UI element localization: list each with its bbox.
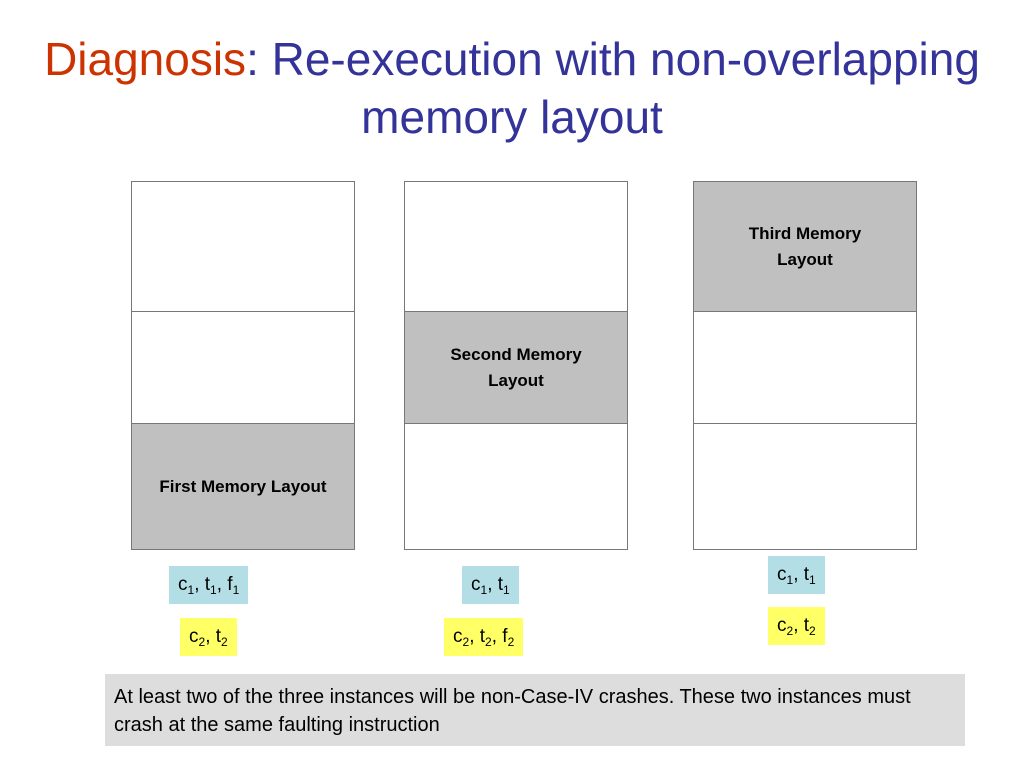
conclusion-note: At least two of the three instances will… — [105, 674, 965, 746]
memory-cell-top — [132, 182, 354, 311]
tag-text: , t — [205, 626, 222, 647]
second-memory-layout-cell: Second Memory Layout — [405, 311, 627, 423]
memory-column-2: Second Memory Layout — [404, 181, 628, 550]
column-3-tag-c1-t1: c1, t1 — [768, 556, 825, 594]
title-rest: : Re-execution with non-overlapping memo… — [246, 33, 980, 143]
second-memory-layout-label: Second Memory Layout — [450, 344, 582, 390]
tag-subscript: 1 — [503, 583, 510, 597]
tag-text: , t — [487, 574, 504, 595]
tag-text: c — [178, 574, 188, 595]
tag-text: c — [471, 574, 481, 595]
tag-subscript: 2 — [462, 635, 470, 649]
tag-subscript: 1 — [786, 573, 794, 587]
column-2-tag-c2-t2-f2: c2, t2, f2 — [444, 618, 524, 656]
title-accent: Diagnosis — [44, 33, 247, 85]
tag-text: , f — [216, 574, 233, 595]
first-memory-layout-cell: First Memory Layout — [132, 423, 354, 549]
tag-text: , t — [793, 615, 810, 636]
memory-cell-bottom — [405, 423, 627, 549]
tag-subscript: 2 — [485, 635, 492, 649]
column-3-tag-c2-t2: c2, t2 — [768, 607, 825, 645]
tag-text: c — [453, 626, 463, 647]
tag-subscript: 1 — [210, 583, 217, 597]
tag-text: , t — [793, 564, 810, 585]
third-memory-layout-cell: Third Memory Layout — [694, 182, 916, 311]
memory-cell-middle — [132, 311, 354, 423]
tag-subscript: 2 — [786, 624, 794, 638]
tag-subscript: 2 — [198, 635, 206, 649]
slide-title: Diagnosis: Re-execution with non-overlap… — [40, 30, 984, 146]
memory-cell-bottom — [694, 423, 916, 549]
memory-cell-top — [405, 182, 627, 311]
tag-subscript: 2 — [507, 635, 515, 649]
memory-column-1: First Memory Layout — [131, 181, 355, 550]
memory-column-3: Third Memory Layout — [693, 181, 917, 550]
column-2-tag-c1-t1: c1, t1 — [462, 566, 519, 604]
tag-subscript: 1 — [480, 583, 488, 597]
tag-text: c — [777, 564, 787, 585]
tag-text: , t — [469, 626, 486, 647]
tag-subscript: 1 — [232, 583, 240, 597]
conclusion-note-text: At least two of the three instances will… — [114, 686, 911, 736]
tag-text: , f — [491, 626, 508, 647]
column-1-tag-c1-t1-f1: c1, t1, f1 — [169, 566, 249, 604]
third-memory-layout-label: Third Memory Layout — [748, 223, 862, 269]
tag-text: c — [189, 626, 199, 647]
tag-text: c — [777, 615, 787, 636]
tag-subscript: 1 — [809, 573, 816, 587]
memory-cell-middle — [694, 311, 916, 423]
tag-subscript: 1 — [187, 583, 195, 597]
column-1-tag-c2-t2: c2, t2 — [180, 618, 237, 656]
tag-subscript: 2 — [809, 624, 816, 638]
tag-text: , t — [194, 574, 211, 595]
first-memory-layout-label: First Memory Layout — [159, 476, 327, 496]
tag-subscript: 2 — [221, 635, 228, 649]
